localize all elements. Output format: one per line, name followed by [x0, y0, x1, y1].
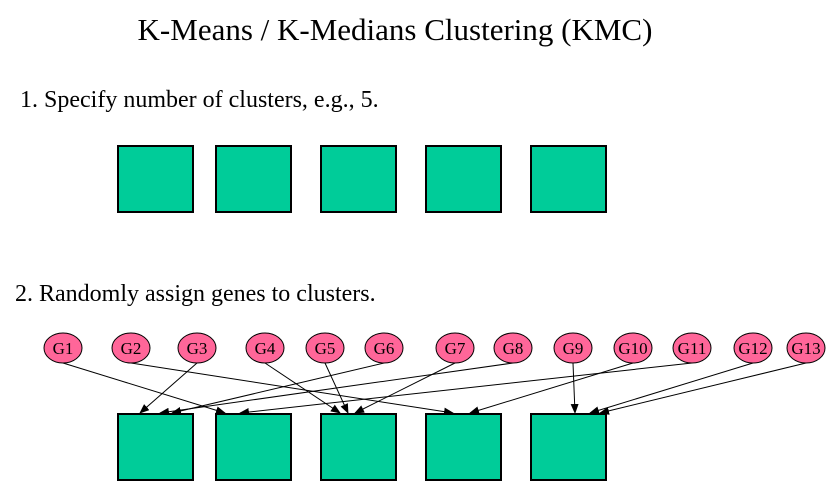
- gene-label: G8: [503, 339, 524, 358]
- gene-node: G4: [245, 332, 285, 364]
- gene-ellipse: [493, 332, 533, 364]
- gene-ellipse: [672, 332, 712, 364]
- gene-label: G6: [374, 339, 395, 358]
- gene-ellipse: [111, 332, 151, 364]
- cluster-box: [215, 145, 292, 213]
- gene-label: G4: [255, 339, 276, 358]
- gene-ellipse: [43, 332, 83, 364]
- assignment-arrow: [469, 362, 634, 415]
- gene-ellipse: [786, 332, 826, 364]
- gene-label: G2: [121, 339, 142, 358]
- cluster-box: [425, 413, 502, 481]
- gene-node: G11: [672, 332, 712, 364]
- gene-node: G12: [733, 332, 773, 364]
- assignment-arrow: [239, 362, 693, 416]
- gene-node: G13: [786, 332, 826, 364]
- assignment-arrow: [130, 362, 454, 416]
- cluster-box: [320, 145, 397, 213]
- gene-label: G7: [445, 339, 466, 358]
- assignment-arrow: [62, 362, 226, 415]
- gene-label: G1: [53, 339, 74, 358]
- assignment-arrow: [159, 362, 514, 416]
- gene-ellipse: [733, 332, 773, 364]
- gene-ellipse: [435, 332, 475, 364]
- gene-node: G3: [177, 332, 217, 364]
- gene-node: G9: [553, 332, 593, 364]
- cluster-box: [117, 413, 194, 481]
- assignment-arrow: [264, 362, 341, 414]
- gene-node: G5: [305, 332, 345, 364]
- assignment-arrow: [589, 362, 754, 415]
- gene-node: G8: [493, 332, 533, 364]
- gene-ellipse: [245, 332, 285, 364]
- gene-label: G11: [678, 339, 707, 358]
- assignment-arrow: [139, 362, 198, 414]
- gene-label: G10: [618, 339, 647, 358]
- gene-ellipse: [305, 332, 345, 364]
- gene-node: G2: [111, 332, 151, 364]
- assignment-arrow: [570, 362, 579, 414]
- step-1-text: 1. Specify number of clusters, e.g., 5.: [20, 87, 379, 113]
- gene-node: G6: [364, 332, 404, 364]
- gene-label: G13: [791, 339, 820, 358]
- assignment-arrow: [354, 362, 456, 414]
- slide-title: K-Means / K-Medians Clustering (KMC): [137, 12, 653, 47]
- cluster-box: [530, 145, 607, 213]
- gene-node: G7: [435, 332, 475, 364]
- cluster-box: [117, 145, 194, 213]
- gene-ellipse: [553, 332, 593, 364]
- gene-label: G9: [563, 339, 584, 358]
- gene-label: G3: [187, 339, 208, 358]
- cluster-box: [320, 413, 397, 481]
- gene-ellipse: [177, 332, 217, 364]
- gene-label: G5: [315, 339, 336, 358]
- gene-node: G10: [613, 332, 653, 364]
- cluster-box: [425, 145, 502, 213]
- gene-ellipse: [364, 332, 404, 364]
- assignment-arrow: [599, 362, 807, 415]
- cluster-box: [215, 413, 292, 481]
- gene-ellipse: [613, 332, 653, 364]
- gene-label: G12: [738, 339, 767, 358]
- assignment-arrow: [171, 362, 385, 415]
- cluster-box: [530, 413, 607, 481]
- gene-node: G1: [43, 332, 83, 364]
- step-2-text: 2. Randomly assign genes to clusters.: [15, 281, 376, 307]
